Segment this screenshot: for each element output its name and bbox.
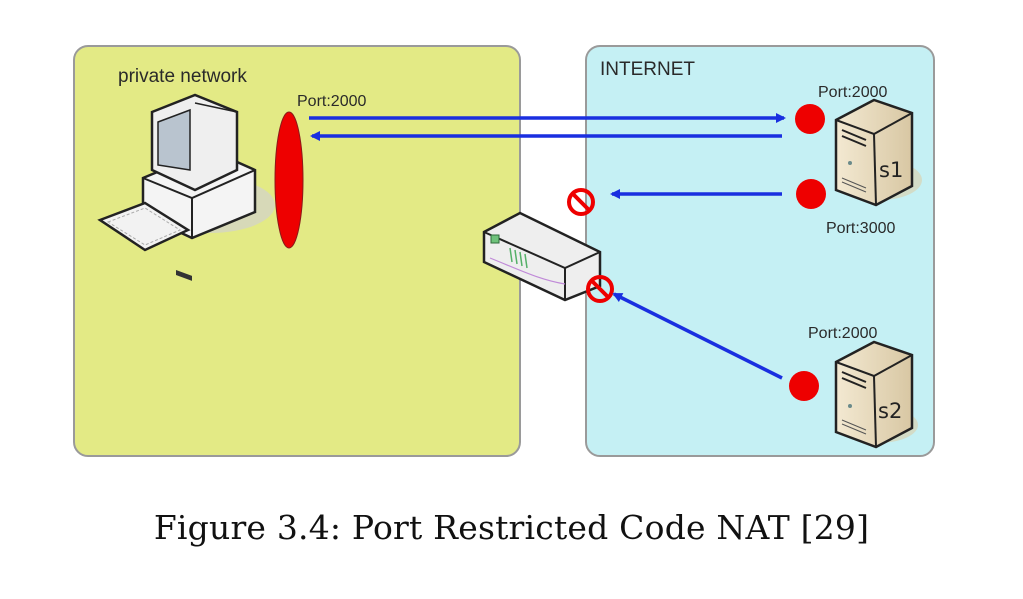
blocked-icon-s2	[586, 275, 614, 303]
s1-port-3000	[796, 179, 826, 209]
router-icon	[482, 211, 602, 302]
s1-port-2000	[795, 104, 825, 134]
internet-label: INTERNET	[600, 59, 695, 80]
nat-port-label: Port:2000	[297, 93, 366, 110]
figure-caption: Figure 3.4: Port Restricted Code NAT [29…	[153, 508, 870, 547]
s2-port-2000-label: Port:2000	[808, 325, 877, 342]
s1-port-3000-label: Port:3000	[826, 220, 895, 237]
computer-icon	[97, 93, 275, 281]
blocked-icon-s1	[567, 188, 595, 216]
private-network-label: private network	[118, 66, 247, 87]
server-s1: s1	[834, 98, 922, 207]
s2-port-2000	[789, 371, 819, 401]
nat-port-ellipse	[274, 111, 304, 249]
server-s2: s2	[834, 340, 918, 449]
server-s1-name: s1	[879, 158, 903, 182]
nat-diagram: private network INTERNET Port:2000	[73, 45, 935, 457]
s1-port-2000-label: Port:2000	[818, 84, 887, 101]
server-s2-name: s2	[878, 399, 902, 423]
flow-arrow-s2-2000	[612, 292, 783, 380]
